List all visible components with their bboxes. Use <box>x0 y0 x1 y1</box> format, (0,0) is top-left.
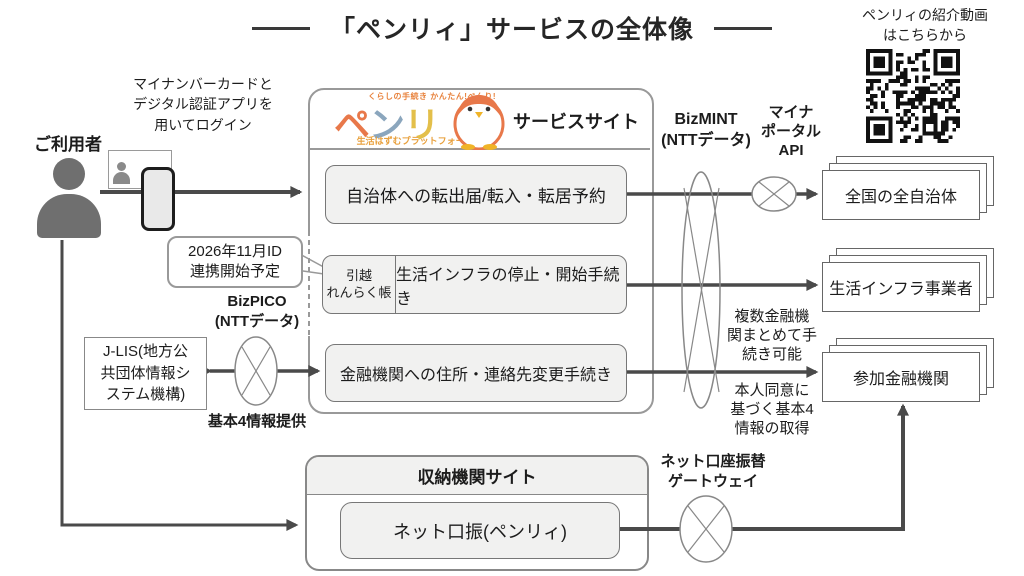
page-title-row: 「ペンリィ」サービスの全体像 <box>0 10 1024 46</box>
myna-cross1 <box>758 181 790 207</box>
moving-renraku-label: 引越 れんらく帳 <box>323 256 396 313</box>
row1-label: 自治体への転出届/転入・転居予約 <box>346 187 606 206</box>
card-photo-body <box>113 172 130 184</box>
bizpico-cross1 <box>241 346 271 396</box>
row3-label: 金融機関への住所・連絡先変更手続き <box>339 367 612 384</box>
logo-char-2: ン <box>369 104 405 145</box>
row2-label-wrap: 生活インフラの停止・開始手続き <box>396 261 626 309</box>
qr-code <box>866 48 960 144</box>
user-person-icon <box>53 158 85 190</box>
user-person-icon-body <box>37 194 101 238</box>
callout-2026-id: 2026年11月ID 連携開始予定 <box>167 236 303 288</box>
row-municipal-moving: 自治体への転出届/転入・転居予約 <box>325 165 627 224</box>
page-title: 「ペンリィ」サービスの全体像 <box>329 16 694 44</box>
banks-box: 参加金融機関 <box>822 352 980 402</box>
bizpico-label: BizPICO (NTTデータ) <box>214 293 300 330</box>
netgw-cross2 <box>687 505 725 553</box>
infra-providers-box: 生活インフラ事業者 <box>822 262 980 312</box>
banks-label: 参加金融機関 <box>852 371 949 388</box>
municipalities-label: 全国の全自治体 <box>844 189 957 206</box>
net-transfer-gateway-label: ネット口座振替 ゲートウェイ <box>660 453 766 490</box>
user-label: ご利用者 <box>34 135 102 154</box>
bizmint-hub-cross1 <box>683 187 720 393</box>
net-debit-box: ネット口振(ペンリィ) <box>340 502 620 559</box>
consent-note: 本人同意に 基づく基本4 情報の取得 <box>730 382 814 437</box>
qr-code-image <box>866 49 960 143</box>
bizpico-cross2 <box>241 346 271 396</box>
service-site-label: サービスサイト <box>513 112 639 132</box>
login-note: マイナンバーカードと デジタル認証アプリを 用いてログイン <box>133 76 273 133</box>
title-left-dash <box>251 26 310 30</box>
netgw-cross1 <box>687 505 725 553</box>
myna-cross2 <box>758 181 790 207</box>
qr-caption: ペンリィの紹介動画 はこちらから <box>862 7 988 43</box>
net-debit-label: ネット口振(ペンリィ) <box>393 521 567 542</box>
infra-providers-label: 生活インフラ事業者 <box>829 281 973 298</box>
net-transfer-gateway-icon <box>679 495 733 563</box>
collector-site-header: 収納機関サイト <box>307 457 647 495</box>
row-life-infra: 引越 れんらく帳 生活インフラの停止・開始手続き <box>322 255 627 314</box>
logo-char-3: リ <box>404 104 440 145</box>
penguin-mascot-icon <box>452 92 506 151</box>
bizmint-hub-cross2 <box>683 187 720 393</box>
logo-tagline-top: くらしの手続き かんたん!べんり! <box>367 92 497 101</box>
title-right-dash <box>714 26 772 30</box>
multi-bank-note: 複数金融機 関まとめて手 続き可能 <box>726 308 817 363</box>
row-bank-address-change: 金融機関への住所・連絡先変更手続き <box>325 344 627 402</box>
logo-char-1: ペ <box>334 104 370 145</box>
myna-portal-api-label: マイナ ポータル API <box>760 104 821 159</box>
logo-tagline-bottom: 生活はずむプラットフォーム <box>356 136 474 146</box>
card-photo-head <box>117 162 126 171</box>
bizmint-label: BizMINT (NTTデータ) <box>661 111 751 149</box>
smartphone-icon <box>141 167 175 231</box>
basic4-note: 基本4情報提供 <box>207 413 307 430</box>
bizpico-gateway-icon <box>234 336 278 406</box>
myna-gateway-icon <box>751 176 797 212</box>
jlis-box: J-LIS(地方公 共団体情報シ ステム機構) <box>84 337 207 410</box>
bizmint-hub-icon <box>681 171 721 409</box>
row2-label: 生活インフラの停止・開始手続き <box>396 266 620 308</box>
municipalities-box: 全国の全自治体 <box>822 170 980 220</box>
